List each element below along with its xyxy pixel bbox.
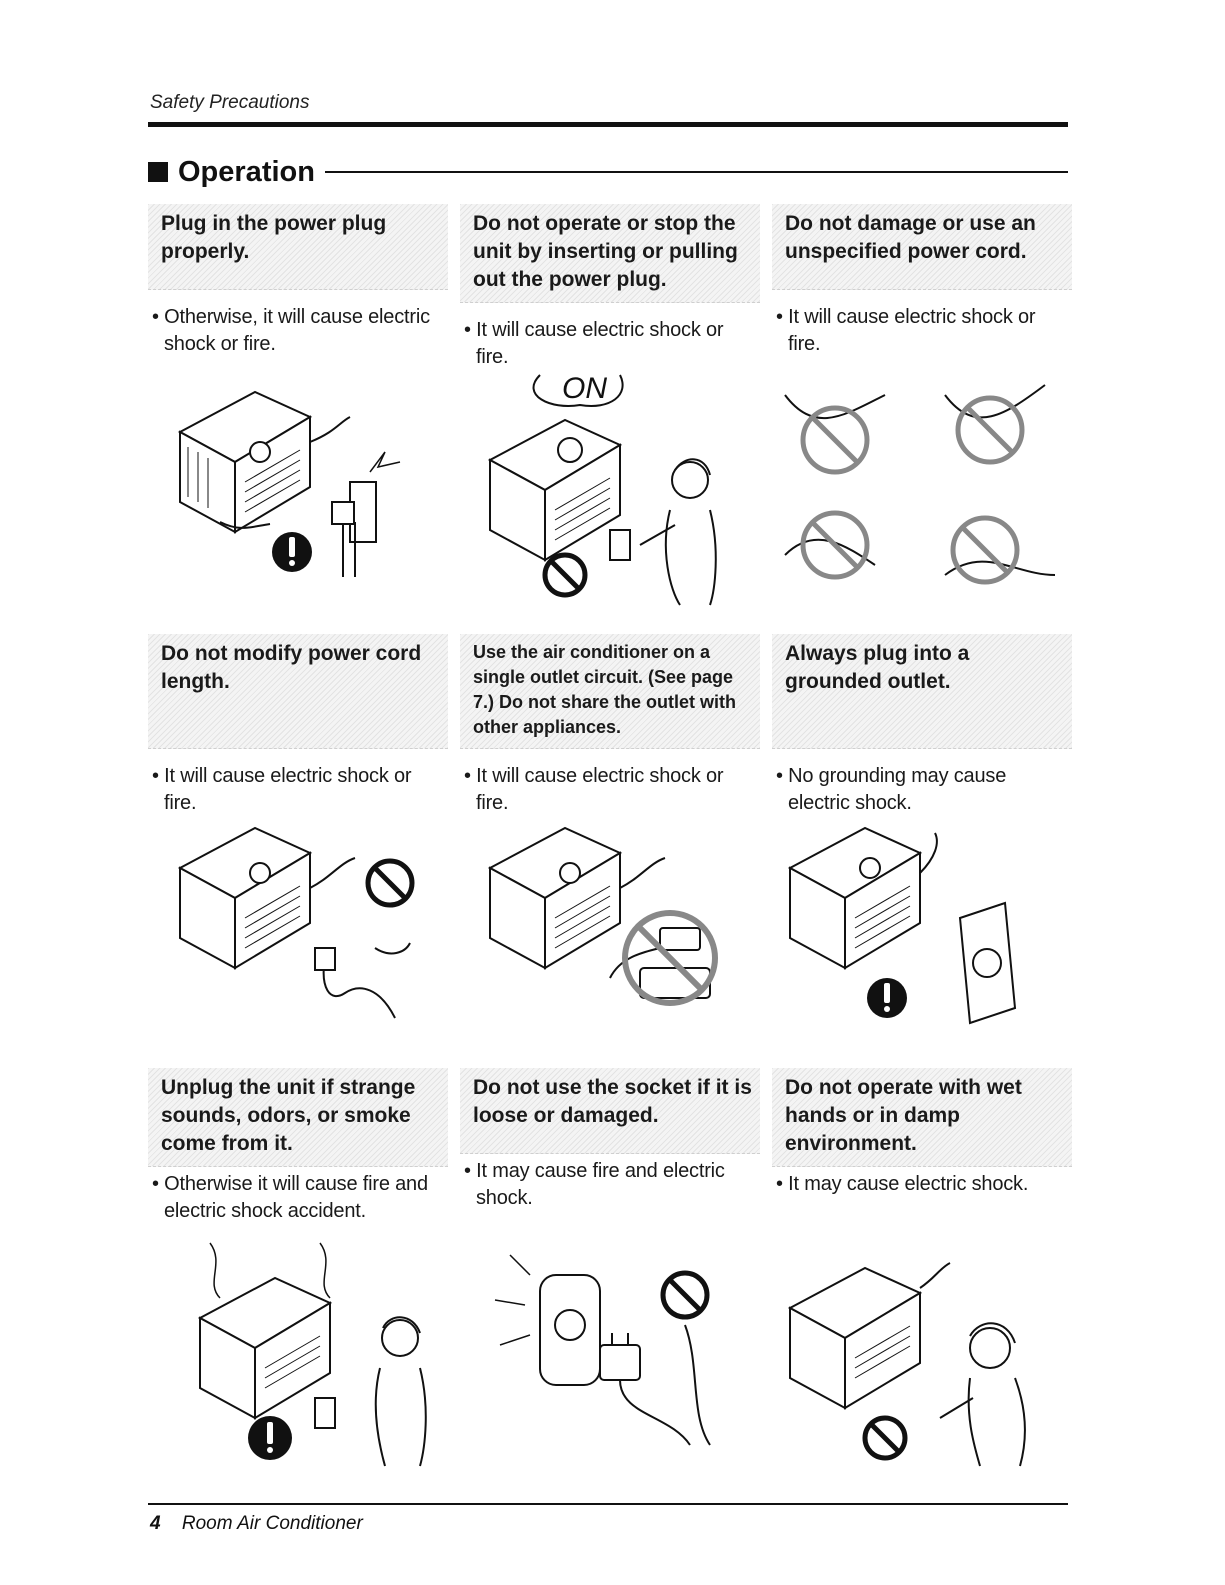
warning-text: Use the air conditioner on a single outl… (460, 634, 760, 749)
precaution-item-8: Do not use the socket if it is loose or … (460, 1068, 760, 1212)
wall-outlet-icon (314, 1397, 336, 1429)
precaution-item-5: Use the air conditioner on a single outl… (460, 634, 760, 817)
description-text: • It will cause electric shock or fire. (464, 765, 724, 814)
illustration-loose-socket (470, 1245, 760, 1470)
illustration-damaged-cord (775, 375, 1065, 600)
header-title: Safety Precautions (150, 92, 310, 113)
wall-outlet-icon (609, 529, 631, 561)
section-heading: Operation (148, 152, 1068, 192)
description-text: • It will cause electric shock or fire. (464, 319, 724, 368)
illustration-modify-cord (160, 818, 450, 1043)
prohibition-icon (365, 858, 415, 908)
header-rule (148, 122, 1068, 127)
illustration-power-plug-on: ON (470, 360, 760, 610)
precaution-item-2: Do not operate or stop the unit by inser… (460, 204, 760, 371)
prohibition-icon (862, 1415, 908, 1461)
section-rule (324, 171, 1068, 173)
description-text: • It will cause electric shock or fire. (152, 765, 412, 814)
air-conditioner-icon (197, 1276, 333, 1420)
precaution-item-7: Unplug the unit if strange sounds, odors… (148, 1068, 448, 1225)
air-conditioner-icon (177, 390, 313, 534)
woman-figure-icon (939, 1322, 1026, 1467)
air-conditioner-icon (487, 826, 623, 970)
exclamation-icon (867, 978, 907, 1018)
exclamation-icon (248, 1416, 292, 1460)
prohibition-icon (955, 395, 1025, 465)
illustration-plug-in-properly (160, 372, 450, 597)
precaution-item-6: Always plug into a grounded outlet. • No… (772, 634, 1072, 817)
description-text: • Otherwise it will cause fire and elect… (152, 1173, 428, 1222)
warning-text: Do not modify power cord length. (148, 634, 448, 749)
warning-text: Unplug the unit if strange sounds, odors… (148, 1068, 448, 1167)
prohibition-icon (800, 405, 870, 475)
illustration-strange-sounds (155, 1238, 445, 1468)
air-conditioner-icon (487, 418, 623, 562)
precaution-item-3: Do not damage or use an unspecified powe… (772, 204, 1072, 358)
illustration-grounded-outlet (775, 818, 1065, 1043)
prohibition-icon (950, 515, 1020, 585)
description-text: • No grounding may cause electric shock. (776, 765, 1007, 814)
precaution-item-9: Do not operate with wet hands or in damp… (772, 1068, 1072, 1198)
plug-icon (599, 1324, 711, 1446)
description-text: • It may cause electric shock. (776, 1173, 1029, 1195)
wall-outlet-icon (331, 481, 377, 577)
description-text: • It may cause fire and electric shock. (464, 1160, 725, 1209)
warning-text: Plug in the power plug properly. (148, 204, 448, 290)
woman-figure-icon (374, 1316, 427, 1467)
prohibition-icon (542, 552, 588, 598)
air-conditioner-icon (177, 826, 313, 970)
warning-text: Do not operate or stop the unit by inser… (460, 204, 760, 303)
air-conditioner-icon (787, 826, 923, 970)
description-text: • Otherwise, it will cause electric shoc… (152, 306, 430, 355)
power-strip-icon (609, 927, 711, 999)
page-footer: 4 Room Air Conditioner (150, 1513, 363, 1535)
ground-outlet-icon (958, 901, 1017, 1025)
warning-text: Do not use the socket if it is loose or … (460, 1068, 760, 1154)
prohibition-icon (660, 1270, 710, 1320)
air-conditioner-icon (787, 1266, 923, 1410)
footer-rule (148, 1503, 1068, 1505)
warning-text: Do not operate with wet hands or in damp… (772, 1068, 1072, 1167)
exclamation-icon (272, 532, 312, 572)
description-text: • It will cause electric shock or fire. (776, 306, 1036, 355)
square-bullet-icon (148, 162, 168, 182)
page-number: 4 (150, 1513, 161, 1534)
illustration-single-outlet (470, 818, 760, 1043)
prohibition-icon (622, 910, 718, 1006)
on-bubble-text: ON (562, 372, 607, 405)
socket-icon (539, 1274, 601, 1386)
precaution-item-1: Plug in the power plug properly. • Other… (148, 204, 448, 358)
warning-text: Do not damage or use an unspecified powe… (772, 204, 1072, 290)
warning-text: Always plug into a grounded outlet. (772, 634, 1072, 749)
woman-figure-icon (639, 458, 717, 606)
illustration-wet-hands (775, 1238, 1065, 1468)
footer-title: Room Air Conditioner (181, 1513, 363, 1534)
prohibition-icon (800, 510, 870, 580)
precaution-item-4: Do not modify power cord length. • It wi… (148, 634, 448, 817)
section-title: Operation (178, 155, 315, 188)
